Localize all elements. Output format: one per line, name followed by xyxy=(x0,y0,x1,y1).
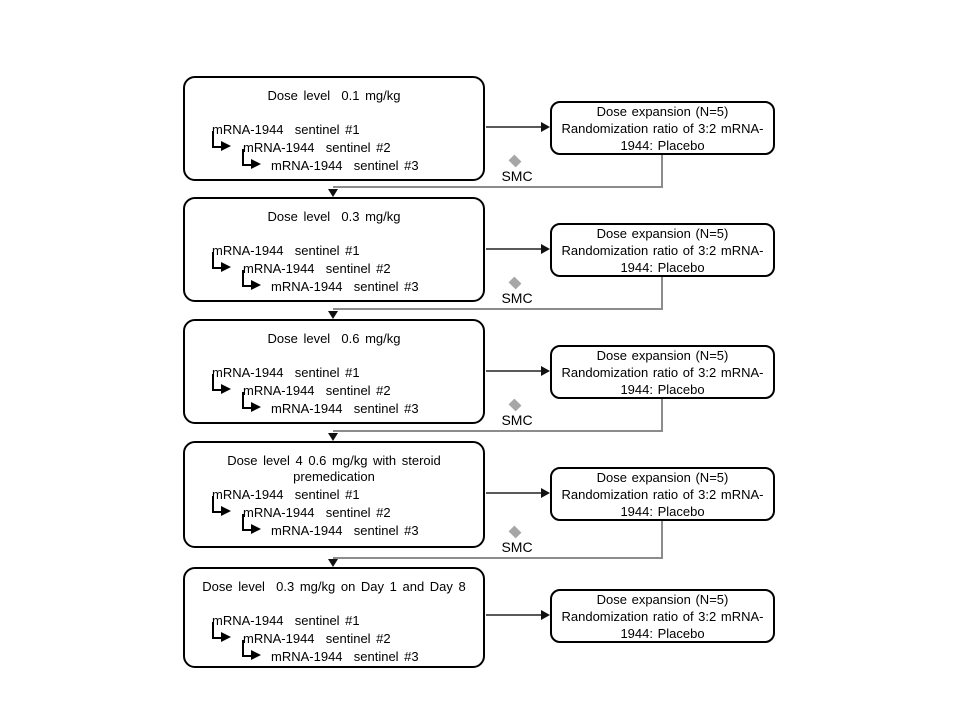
connector-arrowhead-icon xyxy=(328,559,338,567)
expansion-line2: Randomization ratio of 3:2 mRNA-1944: Pl… xyxy=(561,120,764,153)
sentinel-3-label: mRNA-1944 sentinel #3 xyxy=(271,523,419,538)
dose-level-title: Dose level 0.6 mg/kg xyxy=(267,331,401,346)
dose-expansion-box-1: Dose expansion (N=5) Randomization ratio… xyxy=(550,101,775,155)
expansion-line1: Dose expansion (N=5) xyxy=(596,591,729,607)
branch-arrowhead-icon xyxy=(251,159,261,169)
smc-diamond-icon xyxy=(508,154,522,168)
expansion-line1: Dose expansion (N=5) xyxy=(596,225,729,241)
dose-level-box-4: Dose level 4 0.6 mg/kg with steroid prem… xyxy=(183,441,485,548)
connector-left-line xyxy=(333,186,663,188)
arrow-to-expansion-line xyxy=(486,614,543,616)
dose-level-title: Dose level 0.3 mg/kg on Day 1 and Day 8 xyxy=(202,579,466,594)
dose-expansion-box-3: Dose expansion (N=5) Randomization ratio… xyxy=(550,345,775,399)
branch-arrowhead-icon xyxy=(251,280,261,290)
dose-level-box-5: Dose level 0.3 mg/kg on Day 1 and Day 8 … xyxy=(183,567,485,668)
sentinel-3-label: mRNA-1944 sentinel #3 xyxy=(271,158,419,173)
expansion-line2: Randomization ratio of 3:2 mRNA-1944: Pl… xyxy=(561,364,764,397)
sentinel-1-label: mRNA-1944 sentinel #1 xyxy=(212,122,360,137)
branch-arrowhead-icon xyxy=(251,650,261,660)
connector-down-line xyxy=(661,277,663,309)
connector-down-line xyxy=(661,155,663,187)
arrow-to-expansion-head-icon xyxy=(541,366,550,376)
branch-arrow-icon xyxy=(212,131,222,148)
arrow-to-expansion-line xyxy=(486,492,543,494)
branch-arrow-icon xyxy=(212,622,222,639)
dose-level-box-3: Dose level 0.6 mg/kg mRNA-1944 sentinel … xyxy=(183,319,485,424)
connector-arrowhead-icon xyxy=(328,311,338,319)
expansion-line2: Randomization ratio of 3:2 mRNA-1944: Pl… xyxy=(561,486,764,519)
expansion-line1: Dose expansion (N=5) xyxy=(596,469,729,485)
arrow-to-expansion-line xyxy=(486,370,543,372)
connector-arrowhead-icon xyxy=(328,433,338,441)
smc-label: SMC xyxy=(501,412,533,428)
smc-diamond-icon xyxy=(508,276,522,290)
sentinel-2-label: mRNA-1944 sentinel #2 xyxy=(243,140,391,155)
branch-arrowhead-icon xyxy=(251,524,261,534)
sentinel-1-label: mRNA-1944 sentinel #1 xyxy=(212,613,360,628)
expansion-line2: Randomization ratio of 3:2 mRNA-1944: Pl… xyxy=(561,242,764,275)
expansion-line2: Randomization ratio of 3:2 mRNA-1944: Pl… xyxy=(561,608,764,641)
connector-left-line xyxy=(333,308,663,310)
smc-label: SMC xyxy=(501,539,533,555)
smc-diamond-icon xyxy=(508,525,522,539)
arrow-to-expansion-head-icon xyxy=(541,488,550,498)
sentinel-3-label: mRNA-1944 sentinel #3 xyxy=(271,401,419,416)
arrow-to-expansion-line xyxy=(486,248,543,250)
dose-level-box-1: Dose level 0.1 mg/kg mRNA-1944 sentinel … xyxy=(183,76,485,181)
branch-arrowhead-icon xyxy=(221,506,231,516)
arrow-to-expansion-head-icon xyxy=(541,122,550,132)
dose-level-title: Dose level 4 0.6 mg/kg with steroid prem… xyxy=(227,453,447,484)
connector-down-line xyxy=(661,521,663,558)
smc-label: SMC xyxy=(501,168,533,184)
dose-level-box-2: Dose level 0.3 mg/kg mRNA-1944 sentinel … xyxy=(183,197,485,302)
connector-down-line xyxy=(661,399,663,431)
smc-diamond-icon xyxy=(508,398,522,412)
expansion-line1: Dose expansion (N=5) xyxy=(596,103,729,119)
branch-arrow-icon xyxy=(242,514,252,531)
arrow-to-expansion-head-icon xyxy=(541,610,550,620)
connector-arrowhead-icon xyxy=(328,189,338,197)
branch-arrowhead-icon xyxy=(221,632,231,642)
dose-expansion-box-4: Dose expansion (N=5) Randomization ratio… xyxy=(550,467,775,521)
branch-arrowhead-icon xyxy=(221,384,231,394)
connector-left-line xyxy=(333,557,663,559)
sentinel-2-label: mRNA-1944 sentinel #2 xyxy=(243,505,391,520)
sentinel-2-label: mRNA-1944 sentinel #2 xyxy=(243,261,391,276)
connector-left-line xyxy=(333,430,663,432)
branch-arrowhead-icon xyxy=(221,262,231,272)
branch-arrow-icon xyxy=(242,392,252,409)
arrow-to-expansion-head-icon xyxy=(541,244,550,254)
branch-arrow-icon xyxy=(242,149,252,166)
dose-expansion-box-2: Dose expansion (N=5) Randomization ratio… xyxy=(550,223,775,277)
sentinel-3-label: mRNA-1944 sentinel #3 xyxy=(271,649,419,664)
sentinel-3-label: mRNA-1944 sentinel #3 xyxy=(271,279,419,294)
arrow-to-expansion-line xyxy=(486,126,543,128)
sentinel-1-label: mRNA-1944 sentinel #1 xyxy=(212,365,360,380)
branch-arrow-icon xyxy=(212,374,222,391)
branch-arrow-icon xyxy=(242,270,252,287)
sentinel-1-label: mRNA-1944 sentinel #1 xyxy=(212,487,360,502)
dose-expansion-box-5: Dose expansion (N=5) Randomization ratio… xyxy=(550,589,775,643)
sentinel-1-label: mRNA-1944 sentinel #1 xyxy=(212,243,360,258)
sentinel-2-label: mRNA-1944 sentinel #2 xyxy=(243,383,391,398)
expansion-line1: Dose expansion (N=5) xyxy=(596,347,729,363)
branch-arrow-icon xyxy=(242,640,252,657)
dose-level-title: Dose level 0.1 mg/kg xyxy=(267,88,401,103)
branch-arrowhead-icon xyxy=(251,402,261,412)
sentinel-2-label: mRNA-1944 sentinel #2 xyxy=(243,631,391,646)
branch-arrowhead-icon xyxy=(221,141,231,151)
branch-arrow-icon xyxy=(212,496,222,513)
branch-arrow-icon xyxy=(212,252,222,269)
dose-level-title: Dose level 0.3 mg/kg xyxy=(267,209,401,224)
smc-label: SMC xyxy=(501,290,533,306)
